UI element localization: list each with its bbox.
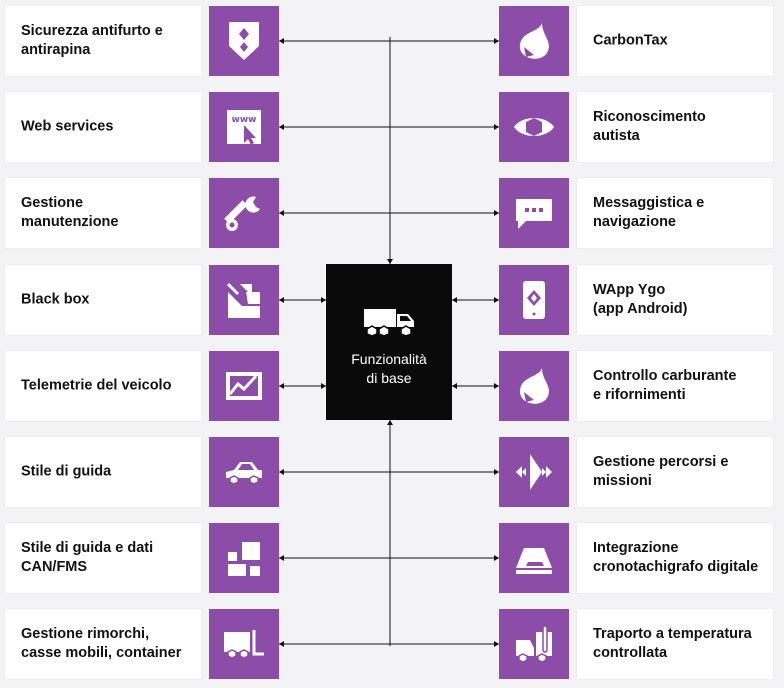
right-feature-card: Gestione percorsi e missioni (577, 437, 773, 507)
left-feature-card: Sicurezza antifurto e antirapina (5, 6, 201, 76)
right-feature-card: Riconoscimento autista (577, 92, 773, 163)
connector-arrowhead (494, 124, 499, 130)
right-feature-card: CarbonTax (577, 6, 773, 76)
base-features-box: Funzionalità di base (326, 264, 452, 420)
connector-arrowhead (494, 641, 499, 647)
connector-arrowhead (387, 420, 393, 425)
connector-arrowhead (452, 297, 457, 303)
connector-arrowhead (321, 383, 326, 389)
left-feature-card: Black box (5, 264, 201, 335)
svg-text:www: www (232, 115, 257, 125)
truck-icon (364, 309, 414, 336)
connector-arrowhead (321, 297, 326, 303)
connector-arrowhead (452, 383, 457, 389)
connector-arrowhead (387, 259, 393, 264)
right-feature-card: Integrazione cronotachigrafo digitale (577, 523, 773, 594)
connector-arrowhead (279, 38, 284, 44)
connector-arrowhead (494, 297, 499, 303)
right-feature-label: Messaggistica e navigazione (593, 195, 705, 231)
right-feature-label: Controllo carburante e rifornimenti (593, 367, 737, 403)
connector-arrowhead (279, 297, 284, 303)
left-feature-label: Telemetrie del veicolo (21, 377, 172, 394)
connector-arrowhead (494, 38, 499, 44)
left-feature-label: Stile di guida e dati CAN/FMS (21, 540, 154, 576)
thermometer-truck-icon (499, 609, 569, 680)
phone-icon (499, 264, 569, 335)
connector-arrowhead (279, 383, 284, 389)
shield-icon (209, 6, 279, 76)
message-icon (499, 178, 569, 249)
left-feature-label: Gestione rimorchi, casse mobili, contain… (21, 626, 182, 662)
left-feature-label: Web services (21, 118, 114, 135)
right-feature-card: Controllo carburante e rifornimenti (577, 350, 773, 421)
right-feature-label: WApp Ygo (app Android) (593, 281, 688, 317)
left-feature-label: Stile di guida (21, 463, 112, 480)
car-icon (209, 437, 279, 507)
left-feature-label: Sicurezza antifurto e antirapina (21, 23, 163, 58)
right-feature-label: Riconoscimento autista (593, 109, 706, 145)
connector-arrowhead (279, 124, 284, 130)
right-feature-label: Traporto a temperatura controllata (593, 626, 752, 662)
base-features-label: Funzionalità di base (351, 351, 427, 386)
data-blocks-icon (209, 523, 279, 594)
black-box-icon (209, 264, 279, 335)
connector-arrowhead (494, 469, 499, 475)
trailer-icon (209, 609, 279, 680)
fuel-drop-icon (499, 350, 569, 421)
right-feature-card: Traporto a temperatura controllata (577, 609, 773, 680)
drop-icon (499, 6, 569, 76)
connector-arrowhead (279, 555, 284, 561)
tachograph-icon (499, 523, 569, 594)
right-feature-card: Messaggistica e navigazione (577, 178, 773, 249)
connector-arrowhead (279, 641, 284, 647)
left-feature-card: Stile di guida e dati CAN/FMS (5, 523, 201, 594)
eye-icon (499, 92, 569, 163)
right-feature-card: WApp Ygo (app Android) (577, 264, 773, 335)
route-arrows-icon (499, 437, 569, 507)
right-feature-label: Gestione percorsi e missioni (593, 454, 729, 489)
left-feature-card: Web services (5, 92, 201, 163)
connector-arrowhead (279, 469, 284, 475)
left-feature-card: Telemetrie del veicolo (5, 350, 201, 421)
telemetry-chart-icon (209, 350, 279, 421)
left-feature-card: Gestione manutenzione (5, 178, 201, 249)
connector-arrowhead (494, 555, 499, 561)
left-feature-label: Black box (21, 291, 90, 308)
www-cursor-icon: www (209, 92, 279, 163)
left-feature-card: Gestione rimorchi, casse mobili, contain… (5, 609, 201, 680)
connector-arrowhead (494, 383, 499, 389)
connector-arrowhead (494, 210, 499, 216)
connector-arrowhead (279, 210, 284, 216)
right-feature-label: Integrazione cronotachigrafo digitale (593, 540, 759, 576)
right-feature-label: CarbonTax (593, 32, 668, 49)
left-feature-label: Gestione manutenzione (21, 195, 119, 231)
left-feature-card: Stile di guida (5, 437, 201, 507)
wrench-icon (209, 178, 279, 249)
